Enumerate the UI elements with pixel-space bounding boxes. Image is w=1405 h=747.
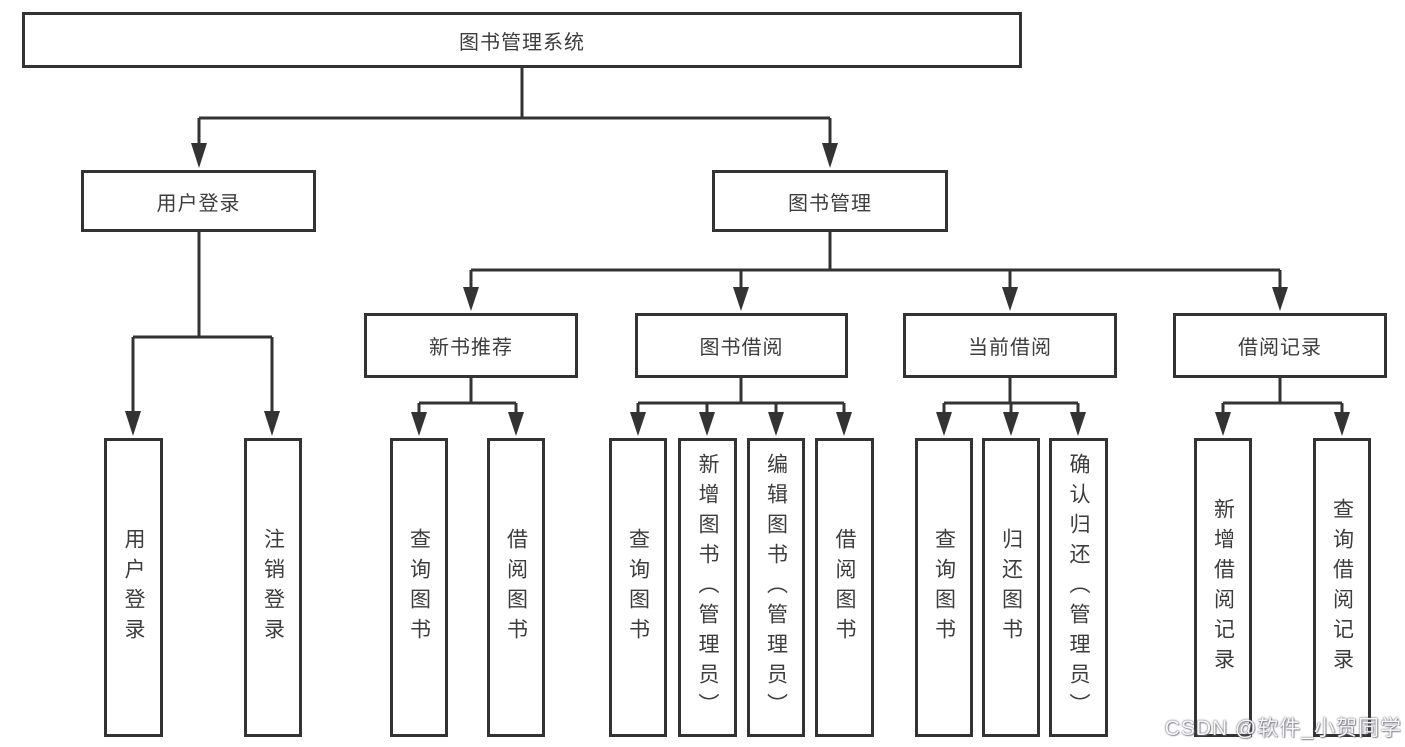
node-current-borrowing: 当前借阅 [903, 313, 1117, 378]
node-book-borrowing: 图书借阅 [635, 313, 848, 378]
leaf-user-login: 用户登录 [104, 438, 163, 737]
leaf-records-query-borrow-record: 查询借阅记录 [1313, 438, 1371, 737]
node-new-book-recommendation: 新书推荐 [364, 313, 578, 378]
leaf-current-query-books: 查询图书 [915, 438, 973, 737]
leaf-borrowing-edit-books-admin: 编辑图书（管理员） [747, 438, 805, 737]
leaf-records-add-borrow-record: 新增借阅记录 [1194, 438, 1252, 737]
node-library-system: 图书管理系统 [22, 12, 1022, 68]
node-book-management: 图书管理 [712, 170, 948, 232]
node-user-login: 用户登录 [81, 170, 316, 232]
node-borrowing-records: 借阅记录 [1173, 313, 1387, 378]
leaf-logout: 注销登录 [244, 438, 302, 737]
leaf-borrowing-borrow-books: 借阅图书 [815, 438, 874, 737]
leaf-newbook-query-books: 查询图书 [390, 438, 448, 737]
leaf-current-confirm-return-admin: 确认归还（管理员） [1049, 438, 1108, 737]
leaf-borrowing-query-books: 查询图书 [609, 438, 667, 737]
leaf-borrowing-add-books-admin: 新增图书（管理员） [678, 438, 737, 737]
leaf-current-return-books: 归还图书 [982, 438, 1040, 737]
leaf-newbook-borrow-books: 借阅图书 [487, 438, 545, 737]
